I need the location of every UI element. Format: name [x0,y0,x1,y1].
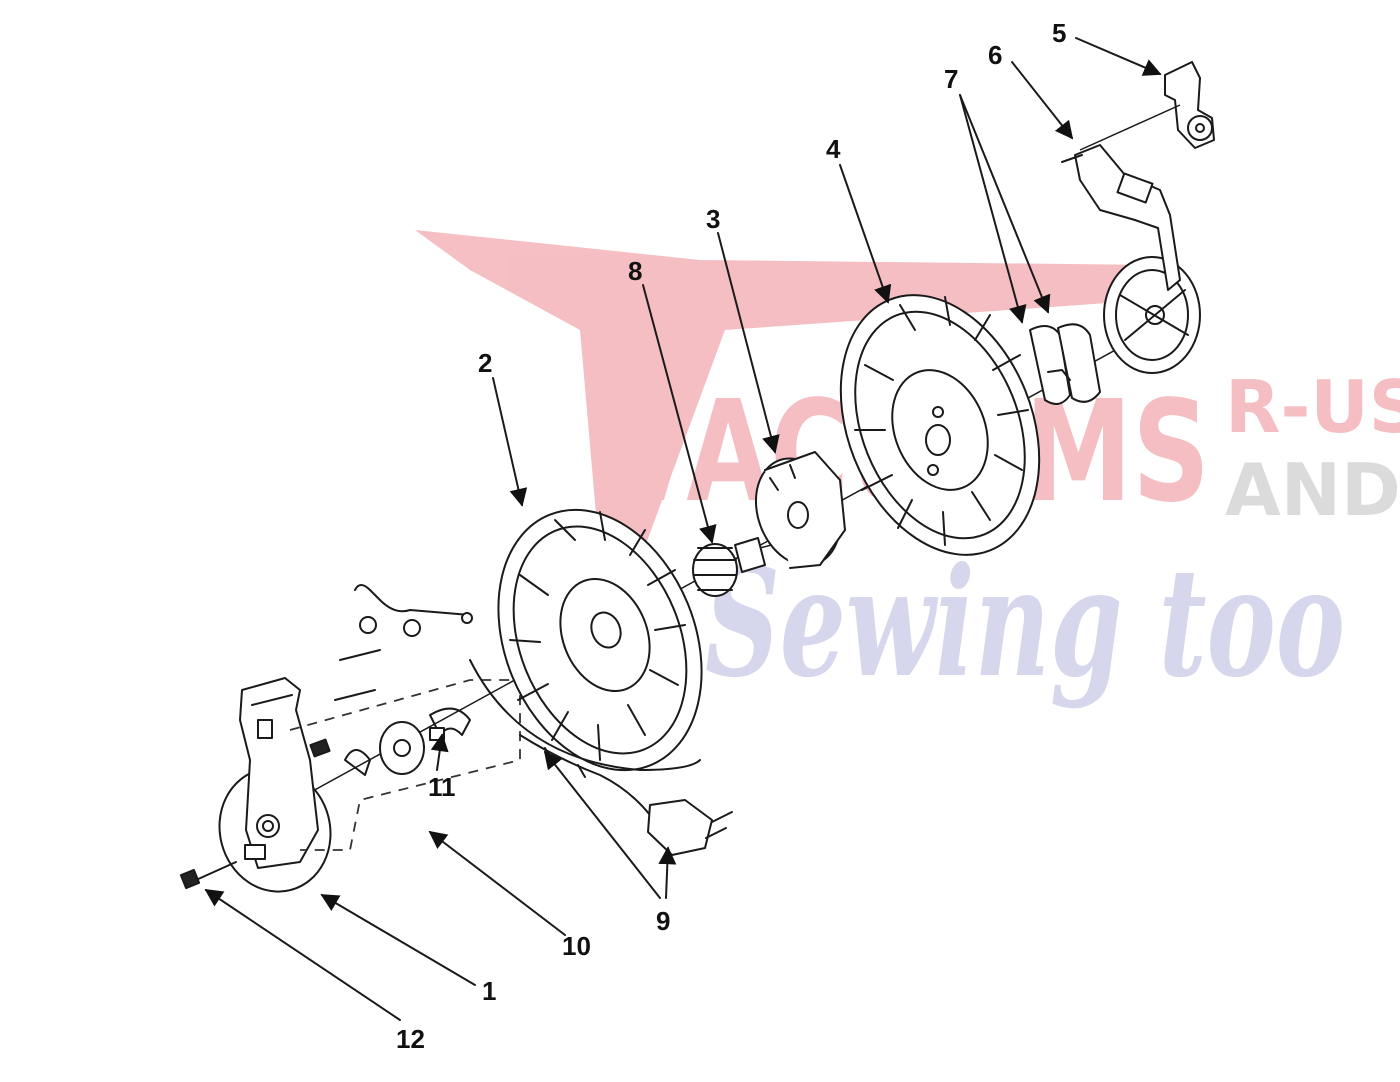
callout-8: 8 [628,256,642,286]
part-3-hub-drum [754,451,846,569]
watermark-line-and: AND [1225,448,1400,532]
leader-7a [959,94,1027,324]
callout-6: 6 [988,40,1002,70]
leader-6 [1011,61,1074,140]
callout-3: 3 [706,204,720,234]
callout-5: 5 [1052,18,1066,48]
part-7-brake-shoes [1029,323,1101,405]
callout-7: 7 [944,64,958,94]
callout-1: 1 [482,976,496,1006]
callout-12: 12 [396,1024,425,1054]
leader-9a [543,750,661,899]
leader-1 [320,894,476,986]
leader-7b [959,94,1051,314]
part-2-reel-plate [469,508,703,772]
callout-labels: 1 2 3 4 5 6 7 8 9 10 11 12 [396,18,1066,1054]
leader-12 [204,888,401,1021]
leader-11 [430,733,449,771]
leader-8 [642,284,717,544]
leader-4 [839,164,892,304]
callout-10: 10 [562,931,591,961]
leader-10 [428,830,566,936]
callout-4: 4 [826,134,841,164]
part-12-screw [179,861,237,890]
leader-2 [492,377,528,507]
part-6-wheel-bracket [1061,144,1201,374]
callout-9: 9 [656,906,670,936]
part-1-housing [218,677,332,893]
leader-3 [717,232,780,454]
part-9-cord-plug [519,734,733,856]
watermark-line-rus: R-US [1225,365,1400,449]
leader-9b [658,846,677,899]
leader-lines [204,37,1162,1021]
callout-2: 2 [478,348,492,378]
callout-11: 11 [428,772,456,802]
part-4-large-reel [839,294,1041,556]
part-10-bracket-group [289,584,521,851]
part-8-spring-gear [692,537,791,597]
leader-5 [1075,37,1162,76]
part-5-roller-clip [1079,61,1215,151]
watermark-v-shape [415,230,1160,560]
